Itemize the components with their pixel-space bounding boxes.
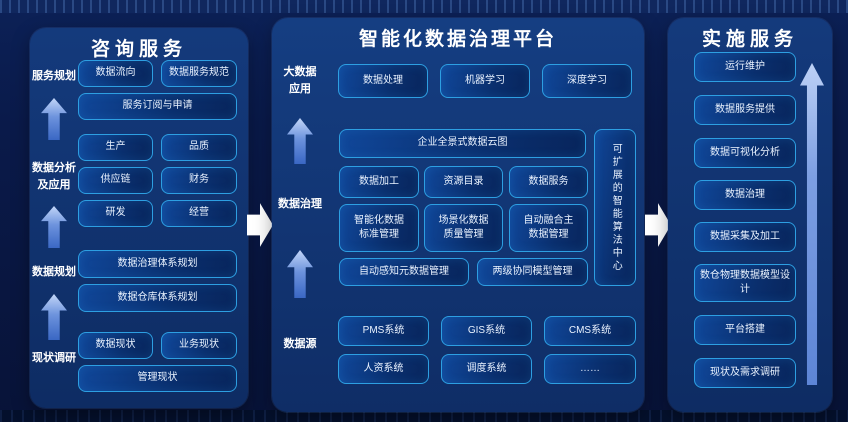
node-data-service-spec: 数据服务规范 [161, 60, 237, 87]
label-data-governance: 数据治理 [278, 198, 322, 210]
node-resource-catalog: 资源目录 [424, 166, 503, 198]
node-dw-physical-model-design: 数仓物理数据模型设计 [694, 264, 796, 302]
node-dispatch-system: 调度系统 [441, 354, 532, 384]
node-quality: 品质 [161, 134, 237, 161]
node-deep-learning: 深度学习 [542, 64, 632, 98]
node-scenario-data-quality-mgmt: 场景化数据 质量管理 [424, 204, 503, 252]
node-data-service: 数据服务 [509, 166, 588, 198]
up-arrow-icon [41, 206, 67, 248]
node-service-subscription: 服务订阅与申请 [78, 93, 237, 120]
node-more-systems: …… [544, 354, 636, 384]
digital-texture-bottom [0, 410, 848, 422]
label-bigdata-app: 大数据 应用 [283, 66, 317, 95]
node-rd: 研发 [78, 200, 153, 227]
node-data-machining: 数据加工 [339, 166, 419, 198]
up-arrow-icon [287, 250, 313, 298]
up-arrow-icon [800, 63, 824, 385]
implementation-panel: 实施服务 运行维护 数据服务提供 数据可视化分析 数据治理 数据采集及加工 数仓… [668, 18, 832, 412]
node-finance: 财务 [161, 167, 237, 194]
up-arrow-icon [287, 118, 313, 164]
node-data-service-provision: 数据服务提供 [694, 95, 796, 125]
up-arrow-icon [41, 294, 67, 340]
node-data-processing: 数据处理 [338, 64, 428, 98]
consulting-title: 咨询服务 [90, 39, 187, 60]
node-pms-system: PMS系统 [338, 316, 429, 346]
node-gis-system: GIS系统 [441, 316, 532, 346]
node-hr-system: 人资系统 [338, 354, 429, 384]
node-machine-learning: 机器学习 [440, 64, 530, 98]
node-algorithm-center: 可扩展的智能算法中心 [594, 129, 636, 286]
node-enterprise-data-cloud-map: 企业全景式数据云图 [339, 129, 586, 158]
consulting-panel: 咨询服务 服务规划 数据分析 及应用 数据规划 现状调研 数据流向 数据服务规范… [30, 28, 248, 408]
platform-title: 智能化数据治理平台 [358, 29, 557, 50]
label-data-source: 数据源 [283, 338, 317, 350]
node-governance-system-planning: 数据治理体系规划 [78, 250, 237, 278]
node-management-status: 管理现状 [78, 365, 237, 392]
node-cms-system: CMS系统 [544, 316, 636, 346]
node-two-level-model-mgmt: 两级协同模型管理 [477, 258, 588, 286]
node-data-collection-processing: 数据采集及加工 [694, 222, 796, 252]
label-status-research: 现状调研 [32, 352, 76, 364]
node-auto-metadata-mgmt: 自动感知元数据管理 [339, 258, 469, 286]
implementation-title: 实施服务 [701, 29, 798, 50]
node-platform-build: 平台搭建 [694, 315, 796, 345]
label-data-planning: 数据规划 [32, 266, 76, 278]
node-data-status: 数据现状 [78, 332, 153, 359]
platform-panel: 智能化数据治理平台 大数据 应用 数据治理 数据源 数据处理 机器学习 深度学习… [272, 18, 644, 412]
node-intelligent-data-standard-mgmt: 智能化数据 标准管理 [339, 204, 419, 252]
node-data-flow: 数据流向 [78, 60, 153, 87]
node-data-governance: 数据治理 [694, 180, 796, 210]
digital-texture-top [0, 0, 848, 13]
node-requirement-research: 现状及需求调研 [694, 358, 796, 388]
node-operation: 经营 [161, 200, 237, 227]
node-production: 生产 [78, 134, 153, 161]
up-arrow-icon [41, 98, 67, 140]
label-service-planning: 服务规划 [32, 70, 76, 82]
node-data-visual-analysis: 数据可视化分析 [694, 138, 796, 168]
right-arrow-icon [247, 203, 273, 247]
node-warehouse-system-planning: 数据仓库体系规划 [78, 284, 237, 312]
node-auto-fusion-master-data-mgmt: 自动融合主 数据管理 [509, 204, 588, 252]
node-operation-maintenance: 运行维护 [694, 52, 796, 82]
node-business-status: 业务现状 [161, 332, 237, 359]
label-data-analysis: 数据分析 及应用 [32, 162, 76, 191]
node-supply-chain: 供应链 [78, 167, 153, 194]
